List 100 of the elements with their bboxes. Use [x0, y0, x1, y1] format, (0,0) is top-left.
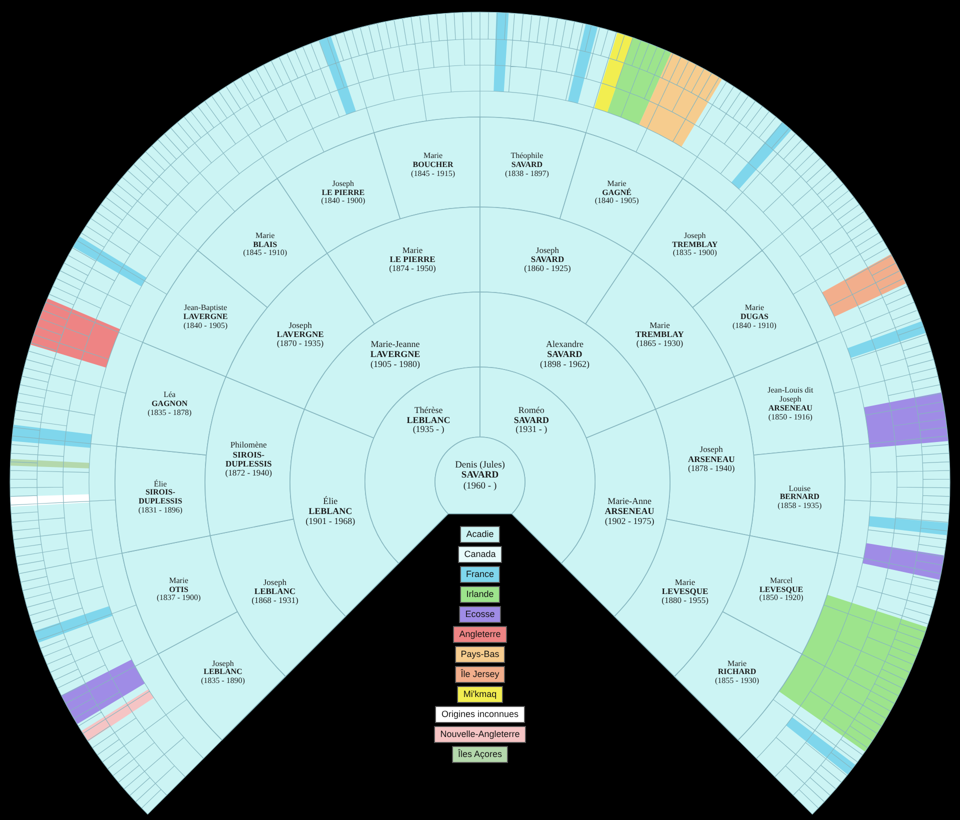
- surname: BOUCHER: [412, 161, 454, 170]
- surname: LAVERGNE: [183, 313, 228, 322]
- life-dates: (1840 - 1910): [732, 322, 776, 331]
- life-dates: (1868 - 1931): [252, 596, 298, 606]
- given-name: Marie-Jeanne: [370, 340, 420, 350]
- life-dates: (1898 - 1962): [540, 360, 590, 370]
- surname: LE PIERRE: [322, 188, 365, 198]
- surname: RICHARD: [718, 668, 756, 677]
- surname: ARSENEAU: [604, 506, 654, 517]
- given-name: Marcel: [770, 576, 793, 586]
- given-name: Thérèse: [414, 406, 443, 416]
- legend-label: Pays-Bas: [454, 646, 506, 663]
- given-name: Joseph: [288, 320, 312, 330]
- legend-label: Mi'kmaq: [457, 686, 503, 703]
- surname: SIROIS-DUPLESSIS: [138, 488, 184, 506]
- given-name: Joseph: [684, 232, 706, 240]
- given-name: Élie: [323, 496, 338, 507]
- surname: SAVARD: [530, 254, 564, 264]
- given-name: Marie: [256, 232, 275, 240]
- legend-label: Îles Açores: [452, 746, 508, 763]
- legend-label: Nouvelle-Angleterre: [434, 726, 526, 743]
- surname: ARSENEAU: [768, 404, 812, 414]
- life-dates: (1870 - 1935): [276, 339, 324, 349]
- given-name: Marie: [402, 245, 423, 255]
- given-name: Philomène: [230, 440, 267, 450]
- life-dates: (1835 - 1878): [148, 408, 192, 418]
- legend-label: Origines inconnues: [435, 706, 525, 723]
- life-dates: (1935 - ): [412, 426, 444, 436]
- surname: SAVARD: [461, 470, 499, 482]
- surname: TREMBLAY: [636, 330, 684, 340]
- given-name: Marie: [169, 576, 188, 586]
- legend-label: Ecosse: [459, 606, 501, 623]
- given-name: Théophile: [510, 152, 544, 162]
- given-name: Roméo: [518, 406, 544, 416]
- life-dates: (1850 - 1920): [759, 594, 804, 603]
- life-dates: (1901 - 1968): [306, 516, 356, 527]
- life-dates: (1905 - 1980): [370, 360, 420, 370]
- given-name: Jean-Baptiste: [184, 304, 228, 314]
- given-name: Marie: [744, 304, 764, 314]
- life-dates: (1845 - 1915): [411, 170, 456, 179]
- surname: TREMBLAY: [672, 240, 718, 250]
- legend-label: France: [460, 566, 500, 583]
- surname: LEVESQUE: [759, 585, 804, 594]
- surname: LEVESQUE: [662, 586, 708, 596]
- life-dates: (1874 - 1950): [389, 264, 436, 274]
- surname: BLAIS: [253, 240, 278, 250]
- life-dates: (1840 - 1905): [184, 322, 228, 331]
- surname: SAVARD: [511, 161, 543, 170]
- life-dates: (1840 - 1900): [321, 197, 366, 206]
- life-dates: (1831 - 1896): [138, 506, 182, 516]
- surname: SAVARD: [547, 350, 582, 360]
- surname: GAGNÉ: [602, 188, 632, 198]
- given-name: Alexandre: [546, 340, 584, 350]
- given-name: Joseph: [212, 659, 234, 668]
- life-dates: (1845 - 1910): [243, 249, 288, 258]
- given-name: Marie: [727, 659, 747, 668]
- life-dates: (1960 - ): [463, 481, 497, 492]
- life-dates: (1865 - 1930): [636, 339, 684, 349]
- legend-label: Irlande: [460, 586, 500, 603]
- surname: GAGNON: [152, 400, 188, 409]
- life-dates: (1880 - 1955): [662, 596, 708, 606]
- life-dates: (1840 - 1905): [594, 197, 639, 206]
- legend-label: Canada: [458, 546, 502, 563]
- given-name: Denis (Jules): [455, 460, 505, 471]
- given-name: Joseph: [263, 578, 287, 587]
- given-name: Joseph: [536, 245, 560, 255]
- life-dates: (1858 - 1935): [778, 502, 822, 511]
- surname: SIROIS-DUPLESSIS: [224, 450, 273, 469]
- given-name: Marie: [650, 320, 670, 330]
- given-name: Élie: [154, 480, 167, 489]
- life-dates: (1860 - 1925): [524, 264, 571, 274]
- surname: SAVARD: [514, 416, 550, 426]
- life-dates: (1855 - 1930): [715, 677, 760, 686]
- life-dates: (1835 - 1900): [672, 249, 717, 258]
- surname: LAVERGNE: [276, 330, 324, 340]
- given-name: Marie-Anne: [608, 496, 652, 507]
- life-dates: (1837 - 1900): [156, 594, 201, 603]
- given-name: Louise: [788, 484, 810, 494]
- legend-label: Île Jersey: [454, 666, 506, 683]
- legend-label: Angleterre: [453, 626, 507, 643]
- legend-label: Acadie: [460, 526, 500, 543]
- surname: LAVERGNE: [370, 350, 420, 360]
- life-dates: (1838 - 1897): [504, 170, 549, 179]
- surname: ARSENEAU: [688, 454, 735, 464]
- surname: LEBLANC: [254, 586, 296, 596]
- surname: LE PIERRE: [390, 254, 436, 264]
- life-dates: (1835 - 1890): [200, 677, 245, 686]
- surname: LEBLANC: [308, 506, 352, 517]
- given-name: Marie: [423, 152, 443, 162]
- given-name: Jean-Louis dit Joseph: [766, 386, 814, 404]
- life-dates: (1850 - 1916): [768, 413, 812, 422]
- given-name: Joseph: [332, 180, 354, 188]
- surname: DUGAS: [740, 313, 768, 322]
- life-dates: (1902 - 1975): [604, 516, 654, 527]
- given-name: Marie: [607, 180, 626, 188]
- life-dates: (1931 - ): [516, 426, 548, 436]
- life-dates: (1872 - 1940): [225, 468, 272, 478]
- life-dates: (1878 - 1940): [688, 464, 735, 474]
- given-name: Joseph: [700, 445, 723, 455]
- given-name: Marie: [674, 578, 696, 587]
